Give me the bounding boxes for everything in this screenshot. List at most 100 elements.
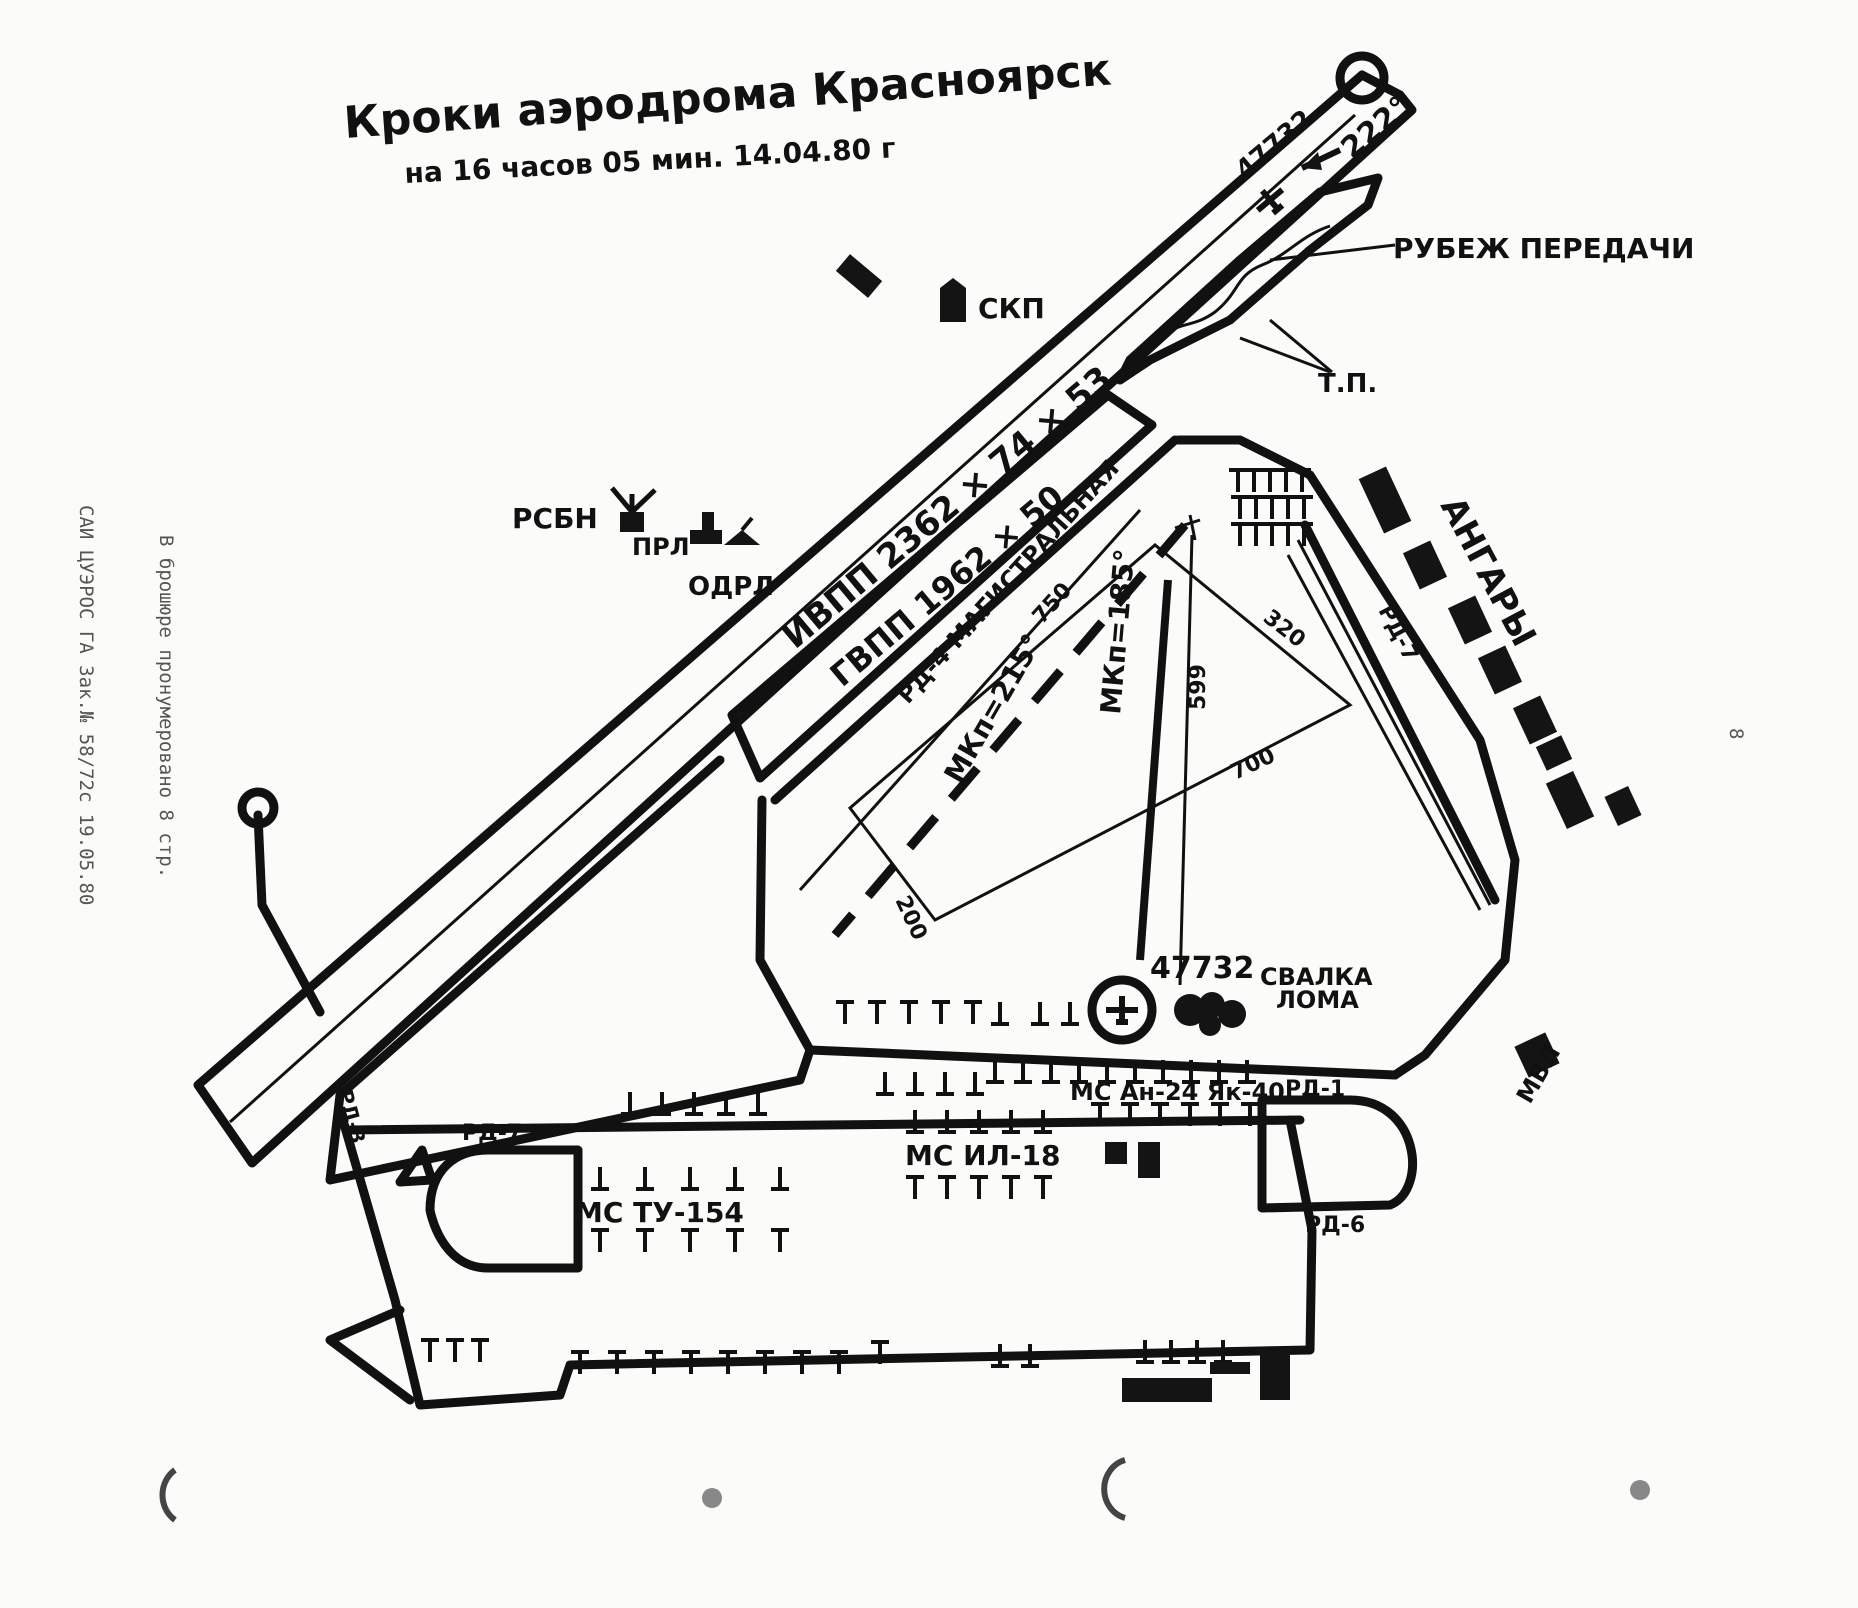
stand-mark [970,1175,988,1199]
stand-mark [936,1072,954,1096]
stand-mark [1126,1060,1144,1084]
apron-blocks [1105,1142,1290,1402]
stand-mark [986,1060,1004,1084]
stand-mark [1293,468,1311,492]
map-subtitle: на 16 часов 05 мин. 14.04.80 г [404,131,897,190]
tp-label: Т.П. [1318,369,1377,399]
hangar-blocks [1358,466,1642,829]
stand-loop-right [1257,1095,1417,1213]
stand-mark [1014,1060,1032,1084]
stand-mark [836,1000,854,1024]
stand-mark [1245,468,1263,492]
stand-mark [771,1228,789,1252]
taxiway-rd4 [770,435,1180,805]
map-title: Кроки аэродрома Красноярск [342,44,1113,149]
handover-line-label: РУБЕЖ ПЕРЕДАЧИ [1393,232,1694,265]
stand-mark [1295,522,1313,546]
stand-mark [726,1228,744,1252]
left-spur-taxiway [237,787,325,1017]
stand-mark [1021,1344,1039,1368]
stand-mark [871,1340,889,1364]
stand-mark [1238,1060,1256,1084]
stand-mark [1247,495,1265,519]
stand-mark [1002,1110,1020,1134]
measurement-geometry [798,508,1353,986]
stand-mark [1277,468,1295,492]
handover-zone [1115,173,1396,385]
stand-mark [645,1350,663,1374]
unpaved-runway [727,390,1157,783]
stand-mark [830,1350,848,1374]
dist-700: 700 [1227,743,1279,785]
stand-mark [571,1350,589,1374]
stand-mark [1034,1110,1052,1134]
stand-mark [421,1338,439,1362]
triangle-marker [395,1145,437,1187]
stand-mark [906,1175,924,1199]
stand-mark [938,1110,956,1134]
rsbn-label: РСБН [512,502,598,535]
scrap-label-line1: СВАЛКА [1260,963,1373,991]
skp-label: СКП [978,292,1045,325]
main-runway [193,51,1417,1168]
stand-mark [608,1350,626,1374]
dist-200: 200 [890,892,932,944]
booklet-note: В брошюре пронумеровано 8 стр. [155,535,177,878]
rsbn-antenna-icon [610,486,657,532]
stand-mark [991,1002,1009,1026]
prl-radar-icon [690,512,722,544]
print-stamp: САИ ЦУЭРОС ГА Зак.№ 58/72с 19.05.80 [75,505,97,905]
stand-mark [876,1072,894,1096]
stand-mark [1002,1175,1020,1199]
odrl-radar-icon [724,516,760,545]
stand-mark [932,1000,950,1024]
stand-tu154-label: МС ТУ-154 [575,1196,744,1229]
stand-mark [1061,1002,1079,1026]
stand-mark [1182,1060,1200,1084]
aircraft-label-bottom: 47732 [1150,951,1254,986]
stand-mark [964,1000,982,1024]
left-apron-region [325,755,1400,1185]
stand-mark [756,1350,774,1374]
stand-mark [906,1110,924,1134]
stand-mark [681,1167,699,1191]
stand-mark [682,1350,700,1374]
dist-320: 320 [1258,605,1310,653]
stand-mark [1247,522,1265,546]
stand-mark [1042,1060,1060,1084]
page-number: 8 [1725,728,1747,739]
stand-mark [1154,1060,1172,1084]
prl-label: ПРЛ [632,533,690,561]
stand-mark [1279,495,1297,519]
punch-hole-marks [159,1457,1650,1523]
aircraft-icon-bottom [1106,996,1138,1025]
stand-mark [1231,495,1249,519]
stand-mark [1210,1060,1228,1084]
stand-mark [1211,1102,1229,1126]
stand-mark [1241,1102,1259,1126]
aircraft-label-top: 47732 [1230,104,1319,185]
aircraft-site-ring [1087,975,1157,1045]
stand-mark [749,1092,767,1116]
stand-mark [1091,1102,1109,1126]
dist-599: 599 [1186,664,1211,710]
stand-mark [1031,1002,1049,1026]
stand-mark [1162,1340,1180,1364]
stand-mark [1229,468,1247,492]
stand-mark [685,1092,703,1116]
stand-mark [1070,1060,1088,1084]
stand-mark [868,1000,886,1024]
stand-mark [636,1228,654,1252]
stand-mark [771,1167,789,1191]
stand-mark [726,1167,744,1191]
stand-mark [1188,1340,1206,1364]
stand-mark [591,1167,609,1191]
stand-mark [991,1344,1009,1368]
stand-mark [1231,522,1249,546]
stand-mark [1263,495,1281,519]
bottom-apron [325,1105,1317,1410]
rd1-label: РД-1 [1285,1077,1345,1102]
course-arrow-head [1302,152,1322,170]
stand-mark [1261,468,1279,492]
stand-mark [621,1092,639,1116]
